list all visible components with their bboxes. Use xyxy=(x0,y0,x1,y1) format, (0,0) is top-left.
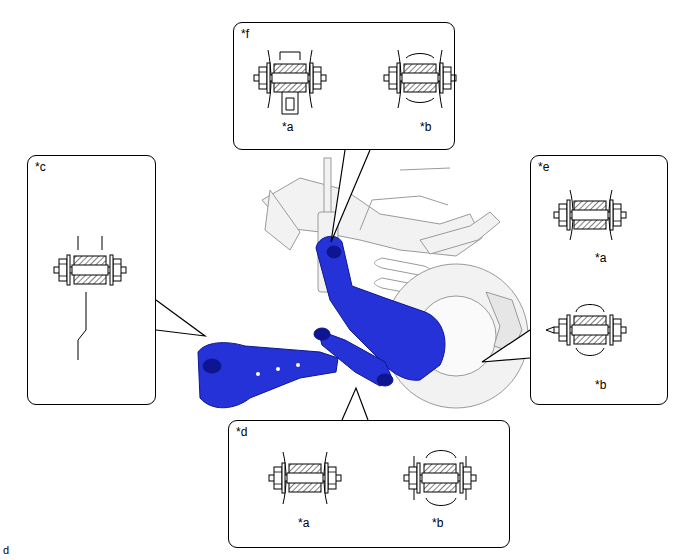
bracket-tab xyxy=(282,92,298,114)
sub-view-letter: *a xyxy=(298,516,309,530)
arm-bushing xyxy=(314,328,330,340)
figure-code: d xyxy=(3,544,9,557)
callout-wedge xyxy=(482,330,530,362)
callout-wedge xyxy=(331,150,370,242)
bushing-detail xyxy=(554,200,626,230)
lower-arm xyxy=(198,343,338,408)
callout-wedges xyxy=(156,150,530,420)
bushing-details xyxy=(54,50,626,506)
callout-box: *f *a *b xyxy=(233,22,455,150)
arm-bushing xyxy=(203,359,221,373)
rear-knuckle-arm xyxy=(316,236,445,380)
subframe-member xyxy=(265,190,300,250)
view-letter: *e xyxy=(538,160,549,174)
callout-box: *e *a *b xyxy=(530,155,668,405)
arm-hole xyxy=(296,363,300,367)
upper-arm xyxy=(420,212,500,254)
bushing-detail xyxy=(554,315,626,345)
sub-view-letter: *b xyxy=(595,378,606,392)
bushing-detail xyxy=(254,63,326,93)
callout-wedge xyxy=(156,300,205,336)
sub-view-letter: *a xyxy=(595,251,606,265)
highlighted-arms xyxy=(198,236,445,407)
callout-wedge xyxy=(156,300,205,336)
bushing-detail xyxy=(404,463,476,493)
arm-hole xyxy=(276,367,280,371)
callout-wedge xyxy=(342,388,368,420)
toe-arm xyxy=(318,330,392,386)
bolt-tip xyxy=(546,327,554,333)
callout-wedge xyxy=(331,150,370,242)
bushing-detail xyxy=(384,63,456,93)
callout-wedge xyxy=(342,388,368,420)
sub-view-letter: *b xyxy=(420,120,431,134)
arm-hole xyxy=(256,372,260,376)
callout-box: *c xyxy=(27,155,156,405)
sub-view-letter: *b xyxy=(432,516,443,530)
arm-bushing xyxy=(377,374,393,386)
arm-bushing xyxy=(327,246,341,258)
bushing-detail xyxy=(54,255,126,285)
bushing-detail xyxy=(269,463,341,493)
view-letter: *c xyxy=(35,160,46,174)
view-letter: *d xyxy=(236,425,247,439)
bracket-wall xyxy=(78,236,102,360)
callout-box: *d *a *b xyxy=(228,420,510,548)
body-panel xyxy=(360,168,450,230)
callout-wedge xyxy=(482,330,530,362)
view-letter: *f xyxy=(241,27,249,41)
shock-rod xyxy=(324,158,331,218)
sub-view-letter: *a xyxy=(282,120,293,134)
bracket-tab xyxy=(280,52,300,60)
